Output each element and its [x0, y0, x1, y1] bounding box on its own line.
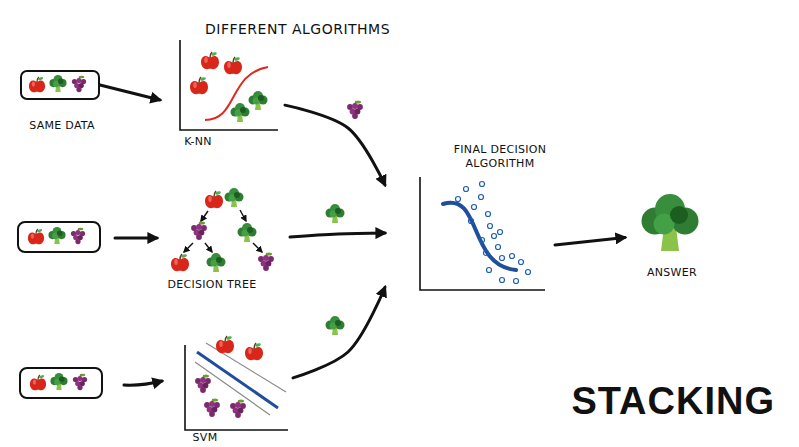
- grape-icon: [204, 399, 220, 417]
- apple-icon: [190, 77, 208, 95]
- apple-icon: [245, 343, 263, 361]
- apple-icon: [28, 229, 44, 245]
- plot-axes: [185, 345, 288, 430]
- flow-arrow: [555, 238, 625, 245]
- grape-icon: [347, 101, 363, 119]
- flow-arrow: [115, 237, 157, 240]
- grape-icon: [71, 228, 85, 245]
- apple-icon: [224, 57, 242, 75]
- apple-icon: [216, 336, 234, 354]
- tree-branch: [201, 211, 208, 221]
- tree-branch: [184, 243, 193, 252]
- broccoli-icon: [238, 223, 257, 242]
- grape-icon: [72, 76, 86, 93]
- flow-arrow: [290, 233, 385, 237]
- grape-icon: [258, 253, 274, 271]
- apple-icon: [205, 191, 223, 209]
- broccoli-icon: [249, 91, 268, 110]
- apple-icon: [29, 77, 45, 93]
- broccoli-icon: [326, 316, 345, 335]
- diagram-title: STACKING: [571, 380, 775, 423]
- broccoli-icon: [207, 253, 226, 272]
- node-label: DECISION TREE: [167, 278, 256, 292]
- meta-model-curve: [443, 203, 516, 270]
- data-box: [20, 368, 102, 398]
- grape-icon: [191, 222, 207, 240]
- section-heading: DIFFERENT ALGORITHMS: [205, 21, 390, 37]
- flow-arrow: [285, 105, 385, 185]
- apple-icon: [171, 254, 189, 272]
- tree-branch: [205, 243, 212, 252]
- model-panel: SVM: [168, 335, 293, 445]
- apple-icon: [201, 52, 219, 70]
- data-points: [456, 182, 531, 284]
- broccoli-icon: [225, 188, 244, 207]
- node-label: ANSWER: [647, 266, 697, 280]
- node-label: K-NN: [184, 135, 212, 149]
- node-label: FINAL DECISION ALGORITHM: [438, 143, 563, 171]
- model-panel: FINAL DECISION ALGORITHM: [385, 140, 555, 295]
- grape-icon: [195, 375, 211, 393]
- flow-arrow: [293, 287, 385, 378]
- broccoli-icon: [642, 194, 699, 251]
- plot-axes: [180, 40, 278, 130]
- flow-arrow: [100, 85, 160, 100]
- model-panel: K-NN: [160, 35, 285, 150]
- data-box: SAME DATA: [20, 70, 100, 100]
- grape-icon: [230, 400, 246, 418]
- plot-axes: [420, 177, 545, 290]
- model-panel: ANSWER: [625, 190, 720, 285]
- broccoli-icon: [50, 373, 67, 390]
- flow-arrow: [124, 381, 162, 385]
- broccoli-icon: [326, 204, 345, 223]
- broccoli-icon: [48, 227, 65, 244]
- data-box: [18, 222, 100, 252]
- node-label: SVM: [193, 431, 218, 445]
- broccoli-icon: [49, 75, 66, 92]
- model-panel: DECISION TREE: [165, 188, 290, 293]
- broccoli-icon: [231, 103, 250, 122]
- tree-branch: [240, 210, 246, 221]
- node-label: SAME DATA: [29, 119, 95, 133]
- apple-icon: [30, 375, 46, 391]
- grape-icon: [73, 374, 87, 391]
- tree-branch: [253, 243, 262, 252]
